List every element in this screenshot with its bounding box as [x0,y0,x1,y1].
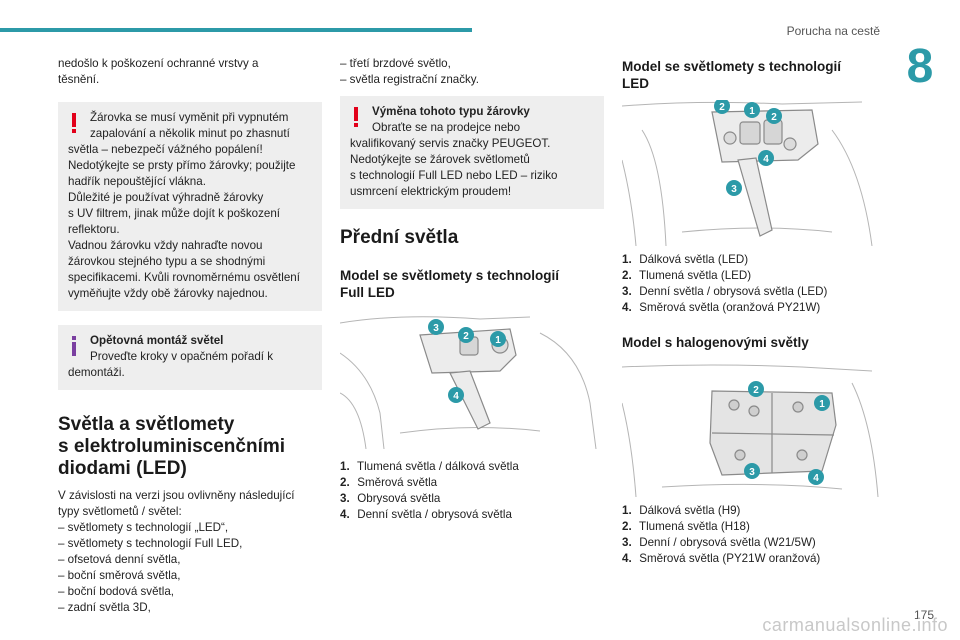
list-item: – světla registrační značky. [340,73,479,86]
subsection-title-fullled: Model se světlomety s technologií Full L… [340,268,560,300]
legend-item: 2. Tlumená světla (H18) [622,520,750,533]
column-3: Model se světlomety s technologií LED [622,56,884,567]
legend-item: 4. Směrová světla (PY21W oranžová) [622,552,821,565]
callout-label: 2 [719,102,725,113]
callout-label: 3 [433,323,439,334]
warning-line: usmrcení elektrickým proudem! [350,185,512,198]
page-number: 175 [913,608,934,622]
section-title-front-lights: Přední světla [340,227,459,248]
callout-label: 4 [813,473,819,484]
top-accent-bar [0,28,472,32]
warning-line: reflektoru. [68,223,120,236]
callout-label: 2 [463,331,469,342]
column-2: – třetí brzdové světlo, – světla registr… [340,56,604,523]
section-title-led: Světla a světlomety s elektroluminiscenč… [58,414,286,479]
legend-item: 1. Dálková světla (LED) [622,253,749,266]
callout-label: 4 [453,391,459,402]
warning-line: kvalifikovaný servis značky PEUGEOT. [350,137,551,150]
warning-box-fullled: Výměna tohoto typu žárovky Obraťte se na… [340,96,604,209]
warning-line: Nedotýkejte se prsty přímo žárovky; použ… [68,159,296,172]
list-item: – třetí brzdové světlo, [340,57,451,70]
section-intro: V závislosti na verzi jsou ovlivněny nás… [58,489,295,518]
chapter-number: 8 [906,40,934,93]
warning-line: Nedotýkejte se žárovek světlometů [350,153,530,166]
warning-line: vyměňujte vždy obě žárovky najednou. [68,287,268,300]
warning-title: Výměna tohoto typu žárovky [372,105,530,118]
legend-item: 4. Denní světla / obrysová světla [340,508,512,521]
legend-halogen: 1. Dálková světla (H9) 2. Tlumená světla… [622,503,884,567]
callout-label: 4 [763,154,769,165]
figure-callouts: 2 1 2 4 3 [714,100,782,196]
warning-line: Obraťte se na prodejce nebo [372,121,521,134]
legend-fullled: 1. Tlumená světla / dálková světla 2. Sm… [340,459,604,523]
callout-label: 1 [819,399,825,410]
warning-line: specifikacemi. Kvůli rovnoměrnému osvětl… [68,271,300,284]
callout-label: 3 [749,467,755,478]
figure-led-headlamp: 2 1 2 4 3 [622,100,884,246]
callout-label: 1 [495,335,501,346]
warning-line: hadřík nepouštějící vlákna. [68,175,206,188]
warning-line: s technologií Full LED nebo LED – riziko [350,169,558,182]
callout-label: 3 [731,184,737,195]
info-icon [72,336,76,356]
fullled-headlamp-drawing: 3 2 1 4 [340,316,597,449]
warning-line: Důležité je používat výhradně žárovky [68,191,264,204]
warning-line: s UV filtrem, jinak může dojít k poškoze… [68,207,280,220]
column-1: nedošlo k poškození ochranné vrstvy a tě… [58,56,322,616]
warning-line: Žárovka se musí vyměnit při vypnutém [90,111,289,124]
warning-line: světla – nebezpečí vážného popálení! [68,143,263,156]
exclamation-icon [354,107,358,127]
list-item: – světlomety s technologií Full LED, [58,537,243,550]
legend-item: 3. Denní světla / obrysová světla (LED) [622,285,828,298]
list-item: – světlomety s technologií „LED“, [58,521,229,534]
intro-text: nedošlo k poškození ochranné vrstvy a tě… [58,57,259,86]
legend-item: 2. Směrová světla [340,476,438,489]
warning-line: zapalování a několik minut po zhasnutí [90,127,290,140]
callout-label: 1 [749,106,755,117]
legend-item: 3. Denní / obrysová světla (W21/5W) [622,536,816,549]
warning-line: Vadnou žárovku vždy nahraďte novou [68,239,263,252]
callout-label: 2 [771,112,777,123]
watermark: carmanualsonline.info [762,615,948,635]
info-line-1: Proveďte kroky v opačném pořadí k [90,350,274,363]
legend-led: 1. Dálková světla (LED) 2. Tlumená světl… [622,252,884,316]
legend-item: 2. Tlumená světla (LED) [622,269,752,282]
legend-item: 1. Tlumená světla / dálková světla [340,460,519,473]
list-item: – ofsetová denní světla, [58,553,181,566]
led-headlamp-drawing: 2 1 2 4 3 [622,100,873,246]
figure-callouts: 3 2 1 4 [428,319,506,403]
legend-item: 3. Obrysová světla [340,492,441,505]
list-item: – boční bodová světla, [58,585,175,598]
figure-halogen-headlamp: 2 1 3 4 [622,363,884,497]
halogen-headlamp-drawing: 2 1 3 4 [622,364,879,497]
list-item: – zadní světla 3D, [58,601,151,614]
warning-line: žárovkou stejného typu a se shodnými [68,255,266,268]
warning-box-bulb: Žárovka se musí vyměnit při vypnutém zapa… [58,102,322,311]
figure-callouts: 2 1 3 4 [744,381,830,485]
legend-item: 1. Dálková světla (H9) [622,504,741,517]
figure-fullled-headlamp: 3 2 1 4 [340,313,604,449]
info-box-reassembly: Opětovná montáž světel Proveďte kroky v … [58,325,322,390]
list-item: – boční směrová světla, [58,569,181,582]
legend-item: 4. Směrová světla (oranžová PY21W) [622,301,821,314]
callout-label: 2 [753,385,759,396]
exclamation-icon [72,113,76,133]
info-title: Opětovná montáž světel [90,334,224,347]
lamp-type-list: – světlomety s technologií „LED“, – svět… [58,520,322,616]
subsection-title-halogen: Model s halogenovými světly [622,335,809,350]
lamp-type-list-cont: – třetí brzdové světlo, – světla registr… [340,56,604,88]
info-line-2: demontáži. [68,366,125,379]
subsection-title-led: Model se světlomety s technologií LED [622,59,842,91]
running-head: Porucha na cestě [786,24,880,38]
warning-lines: Žárovka se musí vyměnit při vypnutém zapa… [68,110,312,302]
